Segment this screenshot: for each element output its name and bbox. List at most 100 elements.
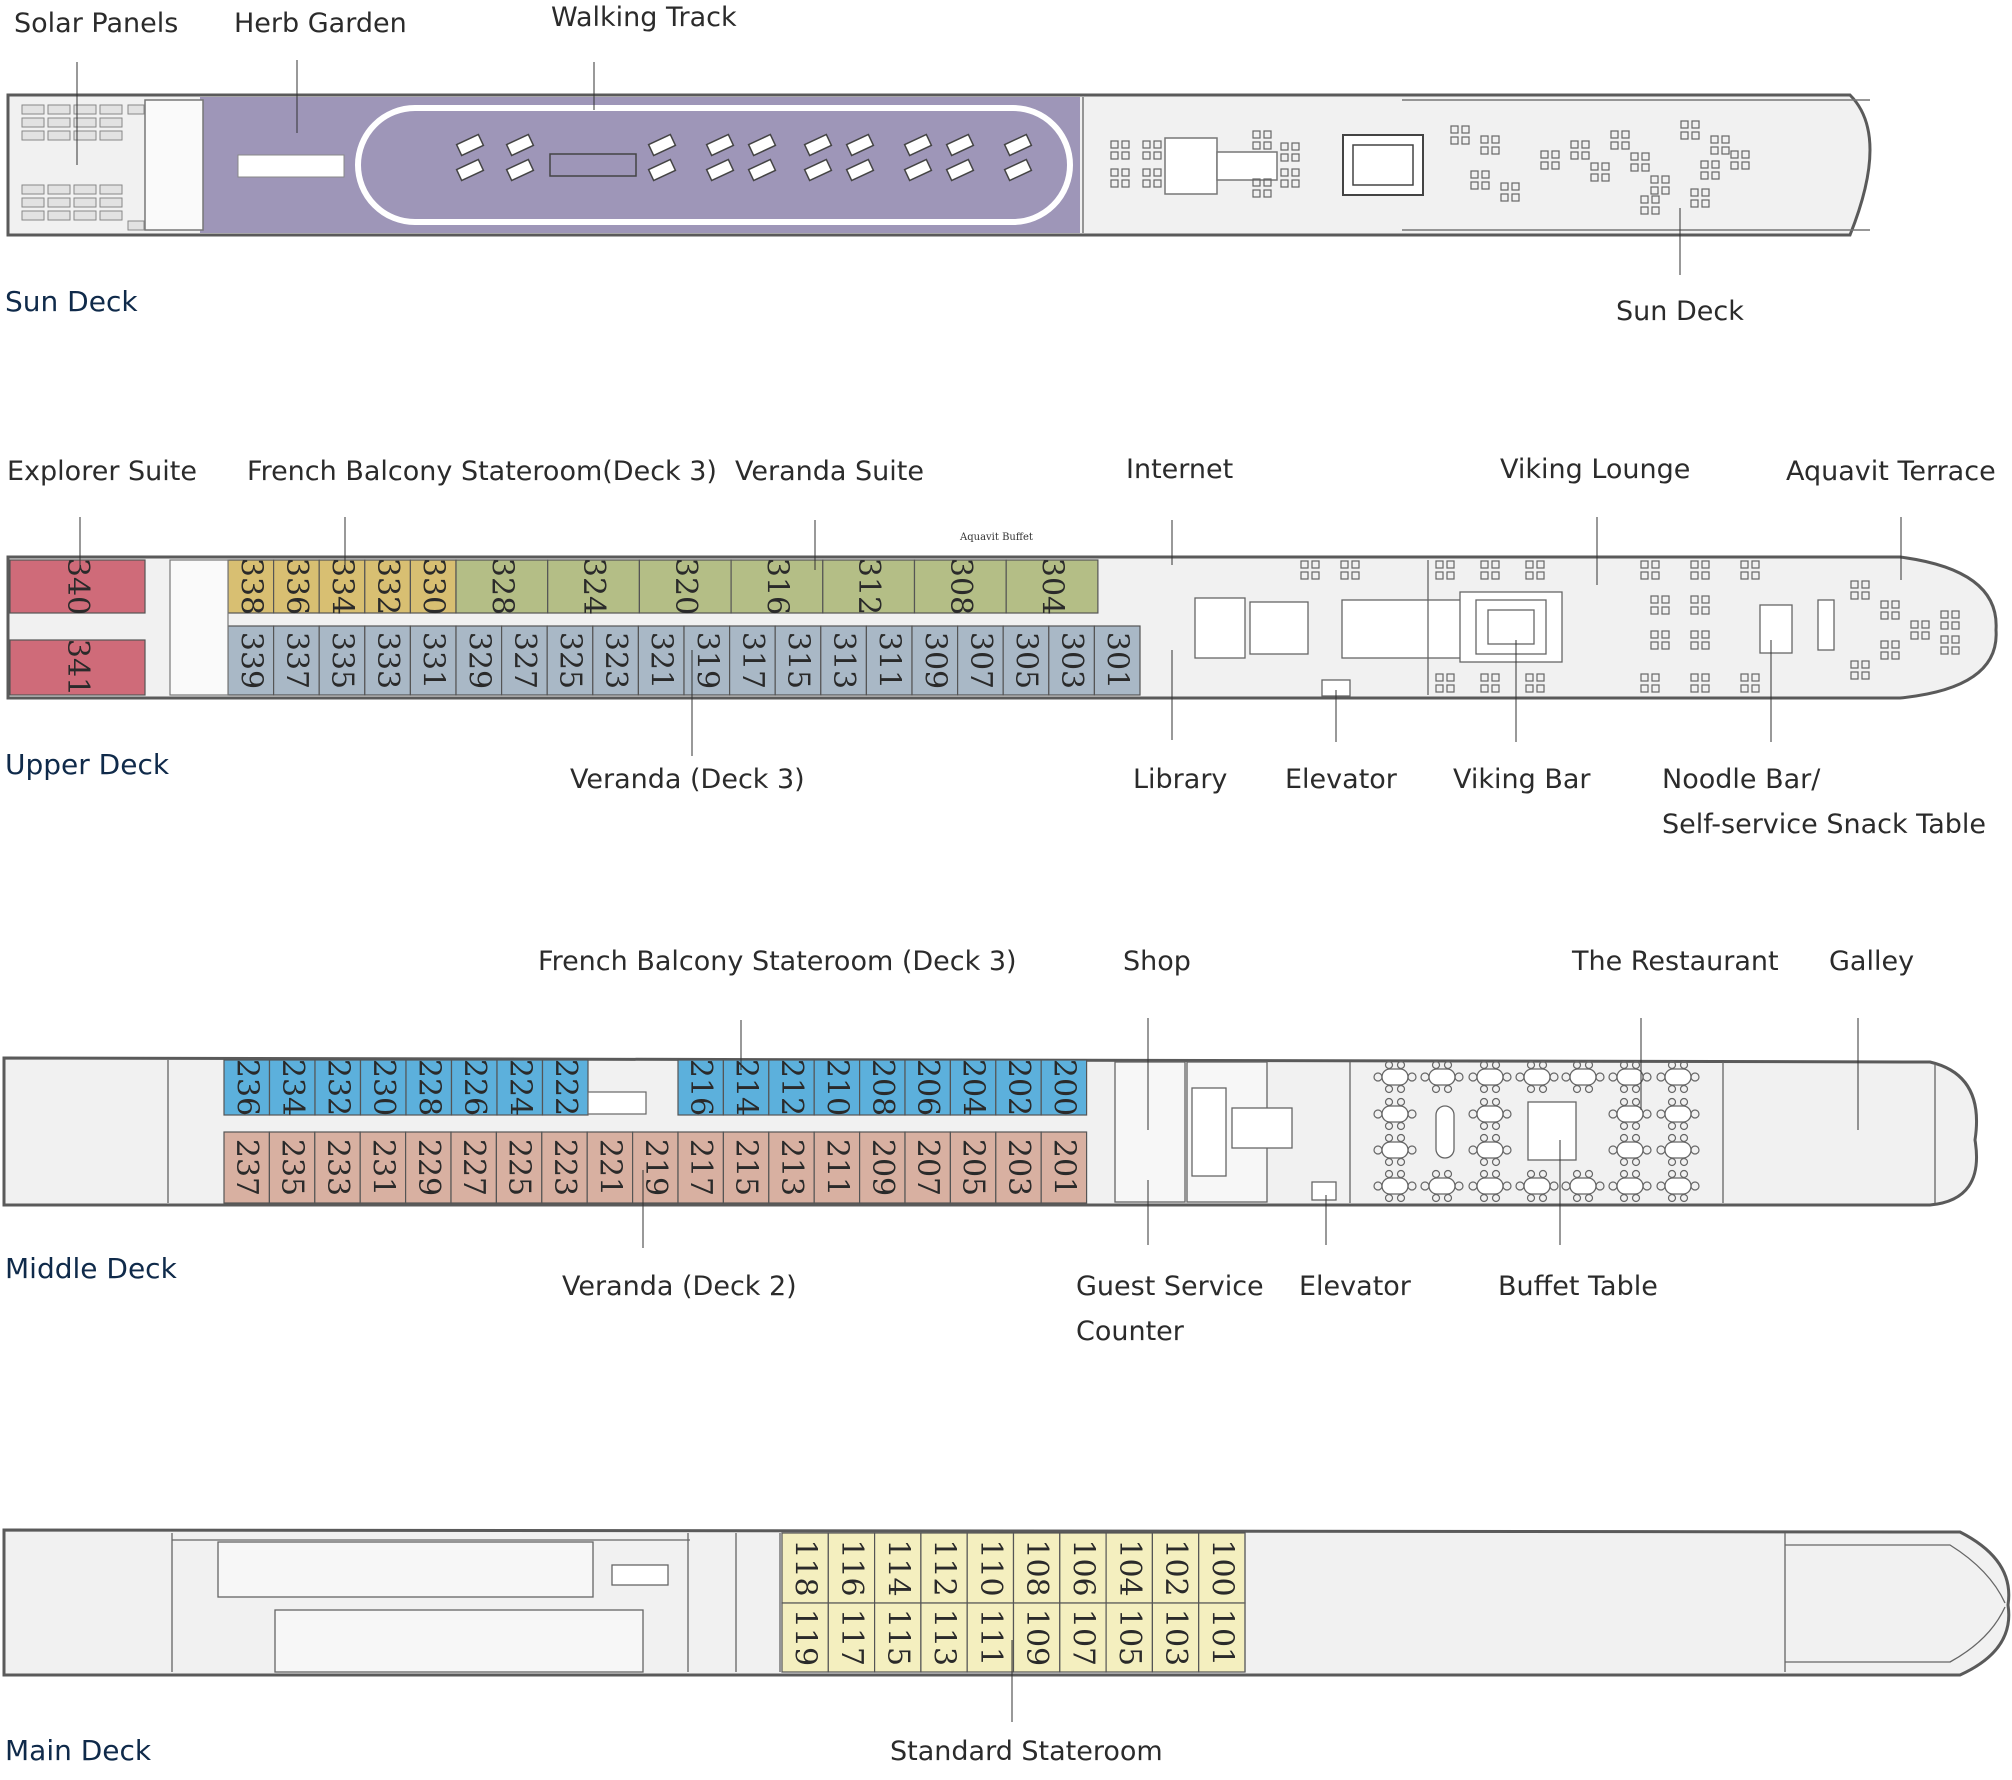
cabin-338[interactable]: 338 <box>227 558 275 615</box>
cabin-214[interactable]: 214 <box>722 1059 770 1116</box>
cabin-116[interactable]: 116 <box>827 1532 876 1604</box>
cabin-307[interactable]: 307 <box>956 625 1004 696</box>
cabin-number: 211 <box>819 1139 854 1196</box>
cabin-222[interactable]: 222 <box>541 1059 589 1116</box>
cabin-111[interactable]: 111 <box>966 1602 1015 1673</box>
cabin-313[interactable]: 313 <box>820 625 867 696</box>
cabin-235[interactable]: 235 <box>268 1131 316 1204</box>
cabin-329[interactable]: 329 <box>455 625 503 696</box>
cabin-304[interactable]: 304 <box>1005 558 1099 615</box>
cabin-113[interactable]: 113 <box>920 1602 968 1673</box>
cabin-209[interactable]: 209 <box>858 1131 906 1204</box>
cabin-224[interactable]: 224 <box>496 1059 544 1116</box>
cabin-335[interactable]: 335 <box>318 625 366 696</box>
cabin-204[interactable]: 204 <box>949 1059 997 1116</box>
cabin-203[interactable]: 203 <box>995 1131 1042 1204</box>
cabin-102[interactable]: 102 <box>1151 1532 1200 1604</box>
cabin-number: 341 <box>60 639 95 696</box>
cabin-232[interactable]: 232 <box>314 1059 362 1116</box>
cabin-324[interactable]: 324 <box>547 558 641 615</box>
cabin-202[interactable]: 202 <box>995 1059 1042 1116</box>
cabin-110[interactable]: 110 <box>966 1532 1015 1604</box>
cabin-117[interactable]: 117 <box>827 1602 876 1673</box>
cabin-216[interactable]: 216 <box>677 1059 725 1116</box>
cabin-221[interactable]: 221 <box>586 1131 634 1204</box>
cabin-114[interactable]: 114 <box>873 1532 922 1604</box>
cabin-106[interactable]: 106 <box>1059 1532 1107 1604</box>
cabin-212[interactable]: 212 <box>768 1059 815 1116</box>
cabin-207[interactable]: 207 <box>904 1131 952 1204</box>
cabin-223[interactable]: 223 <box>541 1131 588 1204</box>
cabin-109[interactable]: 109 <box>1012 1602 1061 1673</box>
cabin-334[interactable]: 334 <box>318 558 366 615</box>
cabin-323[interactable]: 323 <box>592 625 639 696</box>
cabin-317[interactable]: 317 <box>728 625 776 696</box>
cabin-104[interactable]: 104 <box>1105 1532 1153 1604</box>
cabin-105[interactable]: 105 <box>1105 1602 1153 1673</box>
cabin-219[interactable]: 219 <box>631 1131 679 1204</box>
cabin-210[interactable]: 210 <box>813 1059 861 1116</box>
cabin-200[interactable]: 200 <box>1040 1059 1088 1116</box>
cabin-229[interactable]: 229 <box>405 1131 452 1204</box>
cabin-236[interactable]: 236 <box>223 1059 271 1116</box>
cabin-309[interactable]: 309 <box>911 625 959 696</box>
walking-track <box>355 105 1073 225</box>
cabin-321[interactable]: 321 <box>637 625 685 696</box>
cabin-107[interactable]: 107 <box>1059 1602 1107 1673</box>
cabin-319[interactable]: 319 <box>683 625 731 696</box>
cabin-217[interactable]: 217 <box>677 1131 725 1204</box>
cabin-118[interactable]: 118 <box>781 1532 829 1604</box>
cabin-308[interactable]: 308 <box>913 558 1007 615</box>
cabin-311[interactable]: 311 <box>865 625 913 696</box>
cabin-327[interactable]: 327 <box>501 625 548 696</box>
cabin-237[interactable]: 237 <box>223 1131 271 1204</box>
cabin-312[interactable]: 312 <box>822 558 916 615</box>
cabin-225[interactable]: 225 <box>495 1131 543 1204</box>
cabin-226[interactable]: 226 <box>450 1059 498 1116</box>
cabin-233[interactable]: 233 <box>314 1131 361 1204</box>
cabin-number: 202 <box>1001 1059 1036 1116</box>
cabin-112[interactable]: 112 <box>920 1532 968 1604</box>
cabin-315[interactable]: 315 <box>774 625 822 696</box>
cabin-number: 203 <box>1001 1139 1036 1196</box>
cabin-303[interactable]: 303 <box>1048 625 1096 696</box>
cabin-234[interactable]: 234 <box>268 1059 316 1116</box>
cabin-330[interactable]: 330 <box>409 558 457 615</box>
cabin-number: 228 <box>411 1059 446 1116</box>
cabin-325[interactable]: 325 <box>546 625 594 696</box>
viking-bar-label: Viking Bar <box>1453 764 1591 795</box>
cabin-336[interactable]: 336 <box>273 558 320 615</box>
cabin-339[interactable]: 339 <box>227 625 275 696</box>
cabin-230[interactable]: 230 <box>359 1059 407 1116</box>
cabin-213[interactable]: 213 <box>768 1131 815 1204</box>
cabin-108[interactable]: 108 <box>1012 1532 1061 1604</box>
cabin-228[interactable]: 228 <box>405 1059 453 1116</box>
cabin-205[interactable]: 205 <box>949 1131 997 1204</box>
cabin-number: 200 <box>1046 1059 1081 1116</box>
cabin-231[interactable]: 231 <box>359 1131 407 1204</box>
cabin-320[interactable]: 320 <box>638 558 732 615</box>
cabin-208[interactable]: 208 <box>858 1059 906 1116</box>
cabin-211[interactable]: 211 <box>813 1131 861 1204</box>
cabin-119[interactable]: 119 <box>781 1602 829 1673</box>
cabin-103[interactable]: 103 <box>1151 1602 1200 1673</box>
cabin-115[interactable]: 115 <box>873 1602 922 1673</box>
cabin-101[interactable]: 101 <box>1198 1602 1246 1673</box>
cabin-332[interactable]: 332 <box>364 558 411 615</box>
cabin-100[interactable]: 100 <box>1198 1532 1246 1604</box>
cabin-206[interactable]: 206 <box>904 1059 952 1116</box>
library-label: Library <box>1133 764 1227 795</box>
cabin-328[interactable]: 328 <box>455 558 549 615</box>
cabin-227[interactable]: 227 <box>450 1131 498 1204</box>
cabin-341[interactable]: 341 <box>9 639 146 696</box>
cabin-331[interactable]: 331 <box>409 625 457 696</box>
cabin-340[interactable]: 340 <box>9 558 146 615</box>
cabin-333[interactable]: 333 <box>364 625 411 696</box>
cabin-number: 108 <box>1019 1539 1054 1596</box>
cabin-337[interactable]: 337 <box>273 625 320 696</box>
cabin-215[interactable]: 215 <box>722 1131 770 1204</box>
cabin-305[interactable]: 305 <box>1002 625 1050 696</box>
cabin-301[interactable]: 301 <box>1093 625 1141 696</box>
cabin-201[interactable]: 201 <box>1040 1131 1088 1204</box>
cabin-316[interactable]: 316 <box>730 558 824 615</box>
